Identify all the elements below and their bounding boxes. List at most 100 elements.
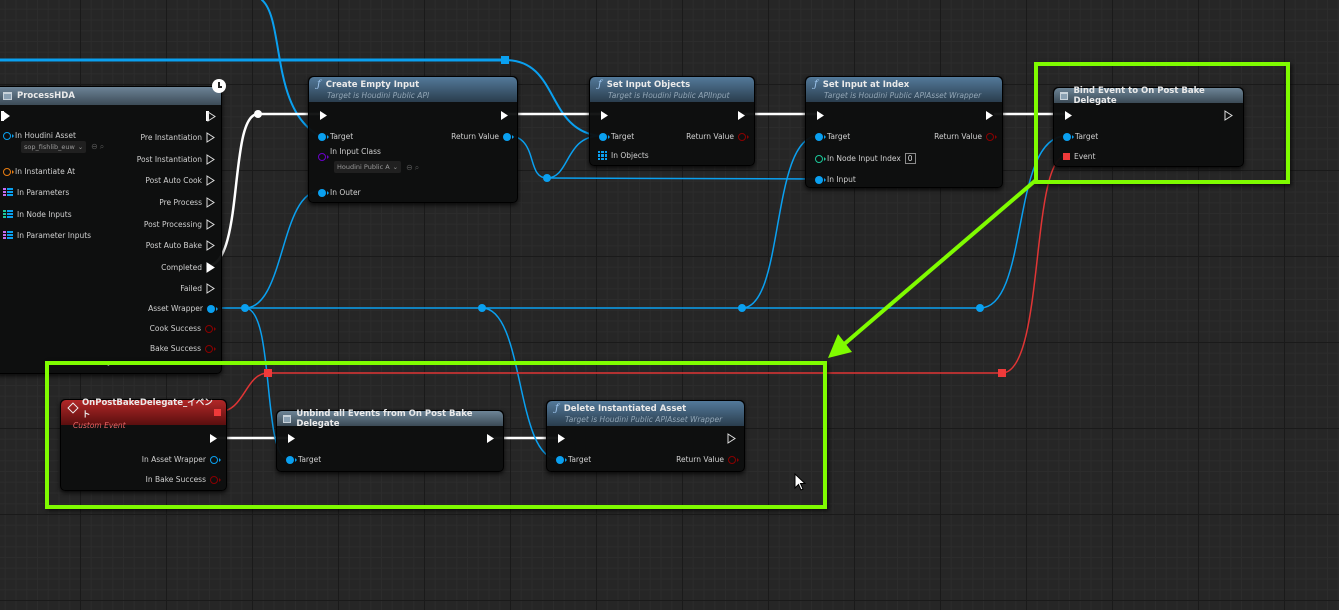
pin-return-value[interactable]: Return Value	[686, 132, 749, 141]
exec-out-icon	[206, 175, 215, 186]
use-selected-icon[interactable]: ⊖	[91, 142, 98, 151]
pin-target[interactable]: Target	[318, 132, 353, 141]
reroute-knot	[241, 304, 249, 312]
exec-in-pin[interactable]	[557, 433, 566, 444]
pin-in-parameter-inputs[interactable]: In Parameter Inputs	[3, 231, 91, 240]
pin-pre-instantiation[interactable]: Pre Instantiation	[141, 132, 215, 143]
delegate-pin-icon	[1063, 153, 1070, 160]
reroute-knot	[543, 174, 551, 182]
input-index-field[interactable]: 0	[904, 153, 916, 164]
browse-search-icon[interactable]: ⌕	[414, 163, 420, 172]
exec-out-pin[interactable]	[1224, 110, 1233, 121]
houdini-asset-combo[interactable]: sop_fishlib_euw⌄	[21, 141, 87, 153]
node-title: Delete Instantiated Asset	[563, 403, 687, 414]
node-process-hda[interactable]: ProcessHDA In Houdini Asset sop_fishlib_…	[0, 86, 222, 374]
exec-out-pin[interactable]	[985, 110, 994, 121]
exec-in-pin[interactable]	[816, 110, 825, 121]
exec-in-pin[interactable]	[1064, 110, 1073, 121]
object-pin-icon	[210, 455, 221, 464]
map-icon	[3, 231, 13, 240]
input-class-combo[interactable]: Houdini Public A⌄	[334, 161, 402, 173]
pin-in-houdini-asset[interactable]: In Houdini Asset	[3, 131, 76, 140]
asset-tools[interactable]: ⊖⌕	[91, 142, 104, 152]
pin-return-value[interactable]: Return Value	[676, 455, 739, 464]
reroute-knot	[478, 304, 486, 312]
node-title: Unbind all Events from On Post Bake Dele…	[296, 408, 473, 429]
chevron-down-icon: ⌄	[392, 163, 399, 171]
pin-failed[interactable]: Failed	[180, 283, 215, 294]
function-icon: ƒ	[555, 403, 559, 414]
pin-in-bake-success[interactable]: In Bake Success	[146, 475, 221, 484]
node-title: ProcessHDA	[17, 91, 75, 101]
pin-completed[interactable]: Completed	[161, 262, 215, 273]
node-custom-event[interactable]: OnPostBakeDelegate_イベント Custom Event In …	[60, 398, 227, 491]
exec-in-icon	[320, 111, 327, 120]
macro-icon	[3, 92, 12, 100]
pin-bake-success[interactable]: Bake Success	[150, 344, 216, 353]
pin-in-input[interactable]: In Input	[815, 175, 856, 184]
exec-out-pin[interactable]	[209, 433, 218, 444]
use-selected-icon[interactable]: ⊖	[406, 163, 413, 172]
exec-in-pin[interactable]	[1, 111, 10, 121]
exec-out-pin[interactable]	[737, 110, 746, 121]
exec-out-pin[interactable]	[727, 433, 736, 444]
wire-exec-completed	[205, 112, 322, 268]
browse-search-icon[interactable]: ⌕	[99, 142, 105, 151]
pin-in-asset-wrapper[interactable]: In Asset Wrapper	[142, 455, 221, 464]
class-tools[interactable]: ⊖⌕	[406, 163, 419, 173]
exec-out-pin[interactable]	[486, 433, 495, 444]
exec-out-pin[interactable]	[500, 110, 509, 121]
delegate-icon	[283, 414, 292, 423]
node-bind-event[interactable]: Bind Event to On Post Bake Delegate Targ…	[1053, 86, 1244, 167]
node-unbind-all[interactable]: Unbind all Events from On Post Bake Dele…	[276, 408, 504, 472]
exec-out-icon	[206, 240, 215, 251]
pin-post-processing[interactable]: Post Processing	[144, 219, 215, 230]
pin-return-value[interactable]: Return Value	[934, 132, 997, 141]
object-pin-icon	[318, 132, 329, 141]
reroute-array-icon	[501, 56, 509, 64]
function-icon: ƒ	[814, 79, 818, 90]
exec-in-icon	[1065, 111, 1072, 120]
pin-asset-wrapper[interactable]: Asset Wrapper	[148, 304, 218, 313]
object-pin-icon	[815, 175, 826, 184]
exec-in-pin[interactable]	[319, 110, 328, 121]
pin-in-node-inputs[interactable]: In Node Inputs	[3, 210, 72, 219]
pin-in-input-class[interactable]: In Input Class	[318, 147, 381, 161]
pin-in-objects[interactable]: In Objects	[598, 151, 649, 160]
pin-cook-success[interactable]: Cook Success	[150, 324, 216, 333]
exec-in-pin[interactable]	[600, 110, 609, 121]
event-icon	[67, 401, 79, 414]
pin-target[interactable]: Target	[599, 132, 634, 141]
pin-post-instantiation[interactable]: Post Instantiation	[137, 154, 215, 165]
wire-return-to-in-input	[546, 177, 819, 180]
mouse-cursor-icon	[794, 473, 806, 491]
pin-in-parameters[interactable]: In Parameters	[3, 188, 69, 197]
node-header: ProcessHDA	[0, 87, 221, 105]
collapse-advanced-icon[interactable]: ⌄	[105, 359, 112, 368]
pin-post-auto-bake[interactable]: Post Auto Bake	[146, 240, 215, 251]
pin-pre-process[interactable]: Pre Process	[159, 197, 215, 208]
pin-in-instantiate-at[interactable]: In Instantiate At	[3, 167, 75, 176]
exec-out-icon	[501, 111, 508, 120]
pin-event[interactable]: Event	[1063, 152, 1096, 161]
pin-return-value[interactable]: Return Value	[451, 132, 514, 141]
exec-out-pin[interactable]	[206, 111, 216, 122]
pin-post-auto-cook[interactable]: Post Auto Cook	[145, 175, 215, 186]
pin-target[interactable]: Target	[815, 132, 850, 141]
exec-in-icon	[601, 111, 608, 120]
delegate-out-pin[interactable]	[214, 409, 221, 416]
array-pin-icon	[598, 151, 607, 160]
pin-target[interactable]: Target	[286, 455, 321, 464]
pin-target[interactable]: Target	[556, 455, 591, 464]
pin-target[interactable]: Target	[1063, 132, 1098, 141]
arrow-head	[828, 334, 852, 358]
pin-in-outer[interactable]: In Outer	[318, 188, 361, 197]
exec-in-pin[interactable]	[287, 433, 296, 444]
